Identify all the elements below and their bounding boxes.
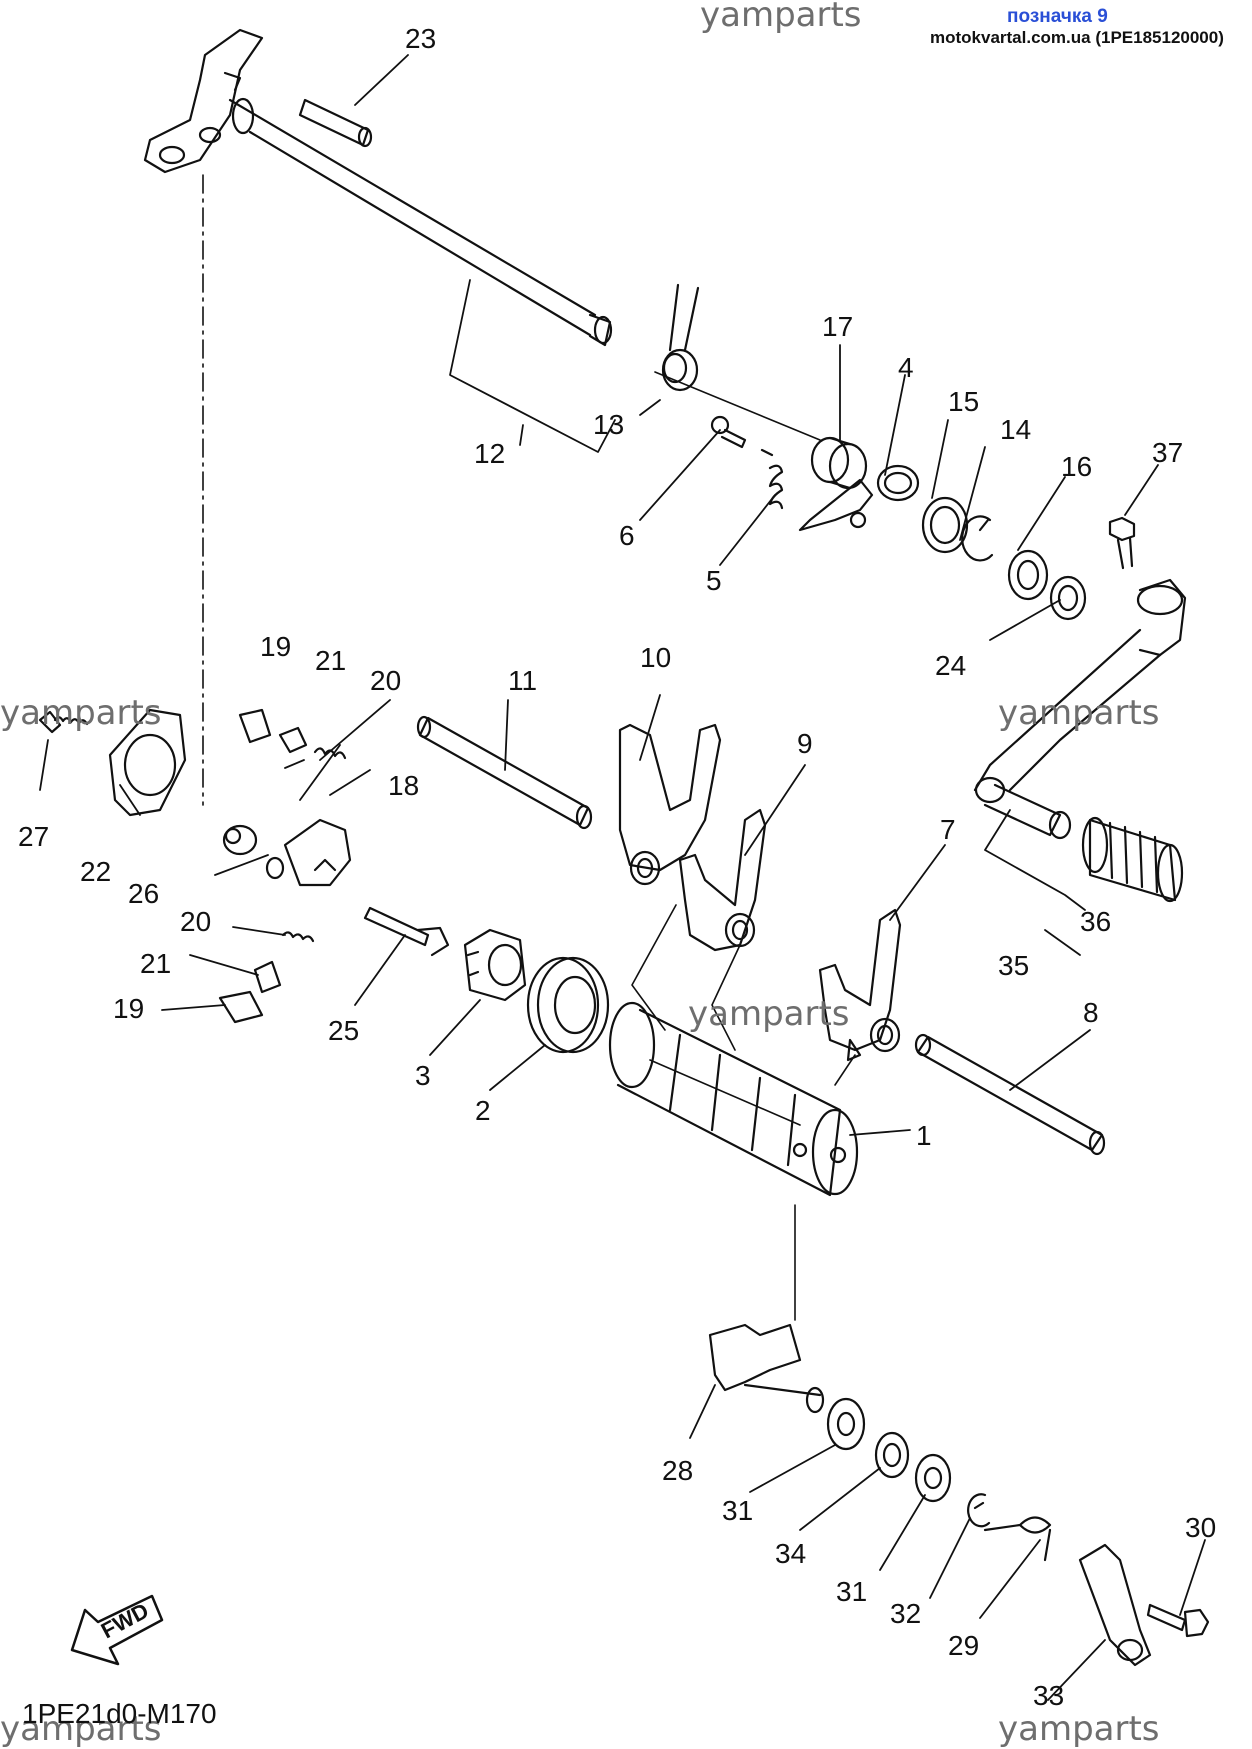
stopper-lever-part-18 xyxy=(265,818,352,887)
shift-fork-shaft-part-11 xyxy=(416,715,593,830)
spring-part-20-lower xyxy=(281,931,315,943)
header-source: motokvartal.com.ua (1PE185120000) xyxy=(930,28,1224,47)
shift-guide-part-28 xyxy=(708,1323,825,1414)
callout-19-lower: 19 xyxy=(113,993,145,1024)
collar-part-26 xyxy=(222,824,258,856)
washer-part-31-b xyxy=(914,1453,952,1503)
callout-28: 28 xyxy=(662,1455,694,1486)
callout-20-lower: 20 xyxy=(180,906,212,937)
shift-lever-part-4-area xyxy=(798,464,920,532)
watermark: yamparts xyxy=(998,1709,1160,1749)
shift-fork-part-9 xyxy=(678,808,767,952)
callout-14: 14 xyxy=(1000,414,1032,445)
bearing-part-2 xyxy=(526,956,610,1054)
watermark: yamparts xyxy=(688,994,850,1034)
bolt-part-27 xyxy=(38,710,89,734)
callout-31-b: 31 xyxy=(836,1576,868,1607)
bolt-part-37 xyxy=(1108,516,1136,570)
shift-drum-part-1 xyxy=(608,1001,859,1197)
watermark: yamparts xyxy=(700,0,862,35)
callout-19: 19 xyxy=(260,631,292,662)
callout-37: 37 xyxy=(1152,437,1184,468)
callout-21: 21 xyxy=(315,645,347,676)
callout-18: 18 xyxy=(388,770,420,801)
washer-part-31-a xyxy=(826,1397,866,1451)
callout-1: 1 xyxy=(916,1120,932,1151)
plate-part-19-lower xyxy=(218,990,264,1024)
plate-part-19-upper xyxy=(238,708,272,744)
collar-part-34 xyxy=(874,1431,910,1479)
shift-lever-part-33 xyxy=(1078,1543,1152,1667)
pedal-rubber-part-36 xyxy=(1081,816,1184,903)
callout-11: 11 xyxy=(508,665,538,696)
callout-22: 22 xyxy=(80,856,112,887)
callout-35: 35 xyxy=(998,950,1030,981)
shift-fork-shaft-part-8 xyxy=(914,1033,1106,1156)
circlip-part-32 xyxy=(967,1493,991,1528)
diagram-code: 1PE21d0-M170 xyxy=(22,1698,217,1729)
pin-part-6 xyxy=(710,415,747,449)
callout-32: 32 xyxy=(890,1598,922,1629)
callout-13: 13 xyxy=(593,409,625,440)
pin-part-21-lower xyxy=(253,960,282,994)
header-label: позначка 9 xyxy=(1007,6,1108,27)
bolt-part-30 xyxy=(1146,1603,1210,1638)
callout-8: 8 xyxy=(1083,997,1099,1028)
shift-shaft-part-12 xyxy=(143,28,613,347)
fwd-arrow-icon xyxy=(70,1594,164,1666)
watermark: yamparts xyxy=(0,693,162,733)
callout-23: 23 xyxy=(405,23,437,54)
callout-36: 36 xyxy=(1080,906,1112,937)
spring-part-29 xyxy=(983,1516,1052,1562)
watermark: yamparts xyxy=(0,1709,162,1749)
plate-part-22 xyxy=(108,708,187,817)
watermark: yamparts xyxy=(998,693,1160,733)
shift-pedal-part-35 xyxy=(973,578,1187,840)
callout-31-a: 31 xyxy=(722,1495,754,1526)
pin-part-21-upper xyxy=(278,726,308,754)
callout-26: 26 xyxy=(128,878,160,909)
seal-part-24 xyxy=(1049,575,1087,621)
callout-30: 30 xyxy=(1185,1512,1217,1543)
collar-part-17 xyxy=(810,436,868,490)
washer-part-16 xyxy=(1007,549,1049,601)
callout-3: 3 xyxy=(415,1060,431,1091)
callout-29: 29 xyxy=(948,1630,980,1661)
callout-25: 25 xyxy=(328,1015,360,1046)
callout-4: 4 xyxy=(898,352,914,383)
callout-24: 24 xyxy=(935,650,967,681)
callout-15: 15 xyxy=(948,386,980,417)
shift-fork-part-10 xyxy=(618,723,722,886)
pin-part-23 xyxy=(298,98,373,148)
callout-17: 17 xyxy=(822,311,854,342)
segment-part-3 xyxy=(463,928,527,1002)
spring-part-20-upper xyxy=(313,747,347,760)
callout-27: 27 xyxy=(18,821,50,852)
spring-part-13 xyxy=(654,283,821,441)
callout-16: 16 xyxy=(1061,451,1093,482)
callout-9: 9 xyxy=(797,728,813,759)
bolt-part-25 xyxy=(363,906,450,957)
callout-6: 6 xyxy=(619,520,635,551)
callout-34: 34 xyxy=(775,1538,807,1569)
callout-20: 20 xyxy=(370,665,402,696)
spring-part-5 xyxy=(760,448,784,510)
callout-2: 2 xyxy=(475,1095,491,1126)
circlip-part-14 xyxy=(961,515,994,562)
callout-7: 7 xyxy=(940,814,956,845)
callout-33: 33 xyxy=(1033,1680,1065,1711)
callout-10: 10 xyxy=(640,642,672,673)
shift-fork-part-7 xyxy=(818,908,902,1062)
callout-5: 5 xyxy=(706,565,722,596)
callout-21-lower: 21 xyxy=(140,948,172,979)
callout-12: 12 xyxy=(474,438,506,469)
